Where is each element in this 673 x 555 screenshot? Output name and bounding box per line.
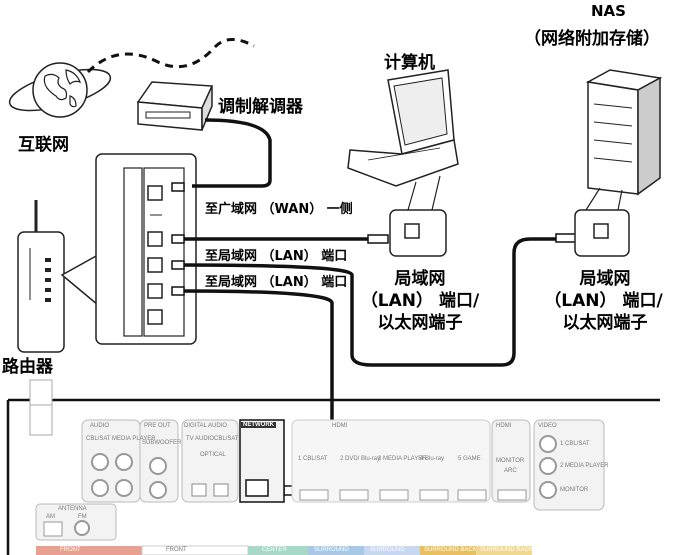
video-input-1: 1 CBL/SAT (560, 441, 590, 447)
pc-port-label-1: 局域网 (394, 269, 446, 289)
video-input-2: 2 MEDIA PLAYER (560, 463, 609, 469)
router-label: 路由器 (2, 357, 53, 377)
panel-hdmi-label: HDMI (332, 423, 348, 429)
panel-hdmi-out-label: HDMI (496, 423, 512, 429)
router-icon (17, 200, 65, 353)
panel-antenna-label: ANTENNA (58, 506, 87, 512)
nas-port-label-1: 局域网 (579, 269, 631, 289)
computer-label: 计算机 (384, 53, 435, 73)
nas-port-label-2: （LAN） 端口/ (544, 291, 663, 311)
modem-label: 调制解调器 (218, 97, 303, 117)
hdmi-input-5: 5 GAME (458, 456, 481, 462)
panel-am-label: AM (46, 514, 55, 520)
panel-fm-label: FM (78, 514, 87, 520)
speaker-surround-back-label: SURROUND BACK (424, 547, 477, 553)
panel-monitor-label: MONITOR (496, 458, 525, 464)
to-lan-label-1: 至局域网 （LAN） 端口 (205, 249, 348, 264)
av-receiver-rear-panel (6, 379, 660, 555)
panel-tv-audio-label: TV AUDIO (186, 436, 215, 442)
internet-globe-icon (8, 62, 112, 118)
speaker-surround-back-label-2: SURROUND BACK (480, 547, 533, 553)
modem-icon (136, 81, 214, 131)
panel-cbl-sat-label: CBL/SAT (86, 436, 111, 442)
nas-icon (585, 69, 663, 196)
speaker-surround-label: SURROUND (314, 547, 349, 553)
panel-digital-audio-label: DIGITAL AUDIO (184, 423, 228, 429)
nas-port-label-3: 以太网端子 (562, 313, 648, 333)
to-lan-label-2: 至局域网 （LAN） 端口 (205, 275, 348, 290)
panel-subwoofer-label: SUBWOOFER (142, 440, 182, 446)
speaker-surround-label-2: SURROUND (370, 547, 405, 553)
hdmi-input-1: 1 CBL/SAT (298, 456, 328, 462)
panel-cbl-sat-label-2: CBL/SAT (214, 436, 239, 442)
panel-audio-label: AUDIO (90, 423, 110, 429)
panel-optical-label: OPTICAL (200, 452, 226, 458)
pc-port-label-2: （LAN） 端口/ (360, 291, 480, 311)
speaker-front-label: FRONT (60, 547, 81, 553)
panel-pre-out-label: PRE OUT (144, 423, 171, 429)
nas-label: NAS (591, 2, 626, 20)
hdmi-input-4: 4 Blu-ray (420, 456, 445, 462)
hdmi-input-2: 2 DVD/ Blu-ray (340, 456, 381, 462)
panel-media-player-label: MEDIA PLAYER (112, 436, 156, 442)
pc-port-label-3: 以太网端子 (377, 313, 463, 333)
computer-icon (347, 69, 459, 187)
nas-sub-label: （网络附加存储） (524, 29, 660, 49)
panel-arc-label: ARC (504, 468, 517, 474)
hdmi-input-3: 3 MEDIA PLAYER (378, 456, 427, 462)
to-wan-label: 至广域网 （WAN） 一侧 (205, 202, 353, 217)
video-input-3: MONITOR (560, 487, 589, 493)
router-port-panel (95, 153, 197, 345)
internet-label: 互联网 (18, 135, 69, 155)
panel-network-label: NETWORK (241, 422, 276, 428)
speaker-front-label-2: FRONT (166, 547, 187, 553)
speaker-center-label: CENTER (262, 547, 287, 553)
panel-video-label: VIDEO (538, 423, 557, 429)
